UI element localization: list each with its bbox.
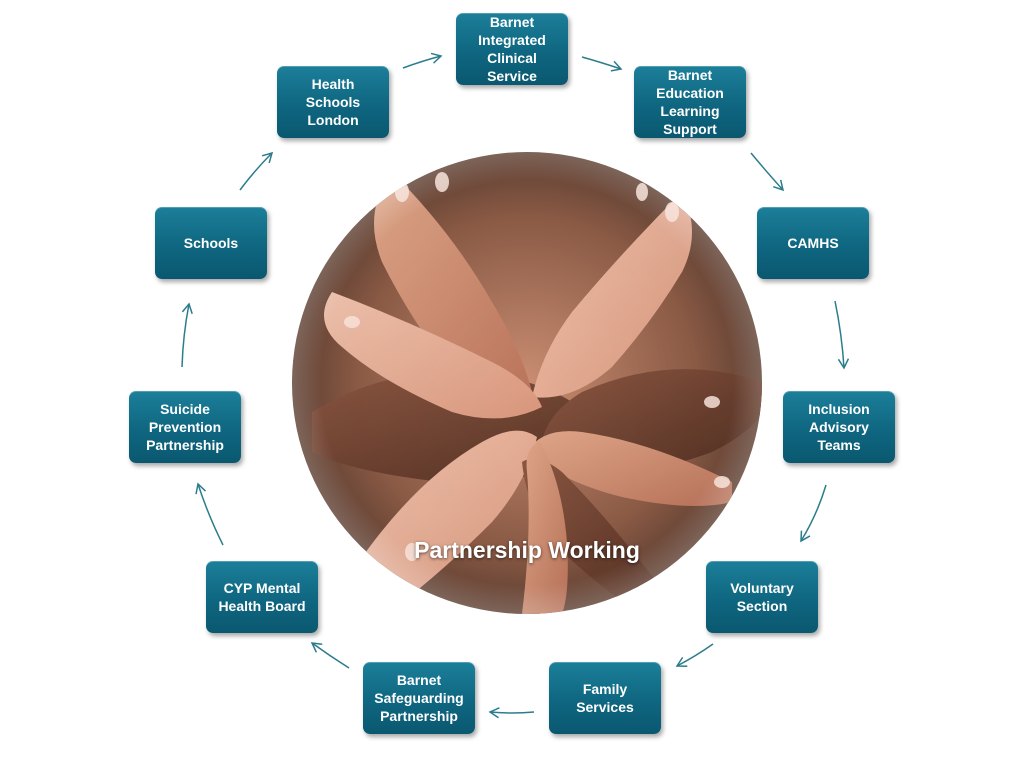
node-label: Schools [183,235,239,251]
node-barnet-education-learning-support: Barnet Education Learning Support [634,66,746,138]
arrow-safeguarding-to-cyp [310,642,350,669]
node-voluntary-section: Voluntary Section [706,561,818,633]
arrow-voluntary-to-family [675,643,714,667]
center-title: Partnership Working [414,537,640,563]
arrow-camhs-to-inclusion [834,300,850,370]
node-label: Family Services [576,681,634,715]
node-label: Barnet Education Learning Support [656,67,724,137]
node-barnet-integrated-clinical-service: Barnet Integrated Clinical Service [456,13,568,85]
node-label: CYP Mental Health Board [218,580,306,614]
arrow-service-to-education [581,56,623,72]
node-label: Barnet Integrated Clinical Service [478,14,546,84]
node-label: Suicide Prevention Partnership [146,401,224,453]
arrow-suicide-to-schools [181,302,193,368]
node-camhs: CAMHS [757,207,869,279]
node-suicide-prevention-partnership: Suicide Prevention Partnership [129,391,241,463]
arrow-education-to-camhs [750,152,785,192]
node-cyp-mental-health-board: CYP Mental Health Board [206,561,318,633]
node-label: Voluntary Section [730,580,794,614]
node-label: Inclusion Advisory Teams [808,401,870,453]
arrow-family-to-safeguarding [488,707,535,719]
node-inclusion-advisory-teams: Inclusion Advisory Teams [783,391,895,463]
arrow-cyp-to-suicide [195,482,224,546]
arrow-health-to-service [402,52,443,69]
node-health-schools-london: Health Schools London [277,66,389,138]
node-label: Health Schools London [305,76,361,128]
node-barnet-safeguarding-partnership: Barnet Safeguarding Partnership [363,662,475,734]
node-family-services: Family Services [549,662,661,734]
node-schools: Schools [155,207,267,279]
arrow-inclusion-to-voluntary [800,484,827,543]
node-label: Barnet Safeguarding Partnership [374,672,464,724]
node-label: CAMHS [787,235,839,251]
arrow-schools-to-health [239,151,274,191]
